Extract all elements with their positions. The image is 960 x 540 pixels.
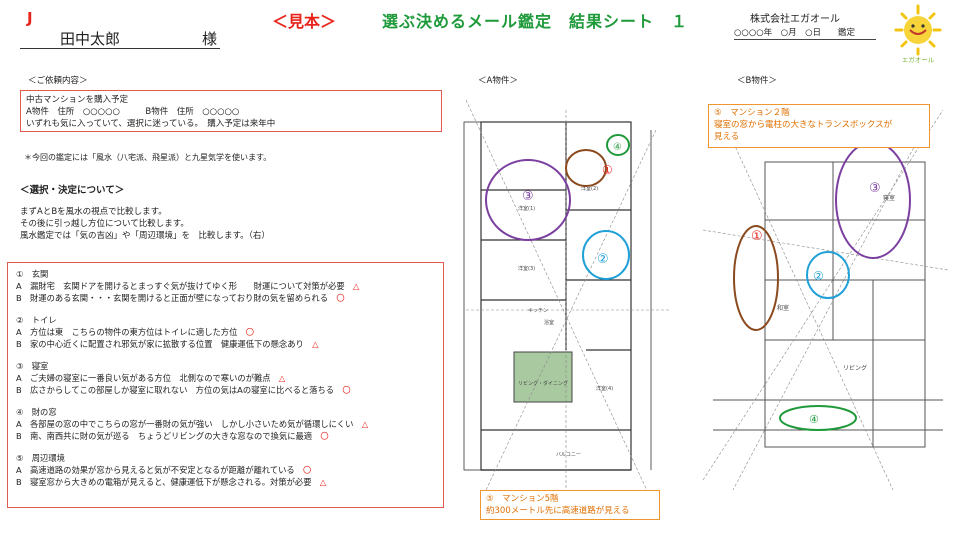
selection-line: まずAとBを風水の視点で比較します。 [20, 207, 167, 217]
client-line: 田中太郎 様 [20, 28, 220, 49]
callout-line: ⑤ マンション２階 [714, 108, 790, 118]
rating-mark: 〇 [342, 385, 351, 395]
marker-3: ③ [522, 189, 534, 204]
company-name: 株式会社エガオール [750, 14, 840, 25]
result-item: B 広さからしてこの部屋しか寝室に取れない 方位の気はAの寝室に比べると落ちる … [16, 384, 435, 396]
selection-text: まずAとBを風水の視点で比較します。 その後に引っ越し方位について比較します。 … [20, 206, 270, 242]
result-text: B 寝室窓から大きめの電箱が見えると、健康運低下が懸念される。対策が必要 [16, 477, 312, 487]
marker-3: ③ [869, 181, 881, 196]
section-title: ⑤ 周辺環境 [16, 453, 65, 463]
result-item: B 南、南西共に財の気が巡る ちょうどリビングの大きな窓なので換気に最適 〇 [16, 430, 435, 442]
room-label: 浴室 [544, 319, 554, 326]
result-item: B 家の中心近くに配置され邪気が家に拡散する位置 健康運低下の懸念あり △ [16, 338, 435, 350]
marker-2: ② [597, 252, 609, 267]
plan-a-heading: ＜A物件＞ [478, 76, 518, 86]
rating-mark: △ [353, 281, 360, 291]
room-label: リビング・ダイニング [518, 380, 568, 387]
room-label: バルコニー [556, 452, 581, 458]
request-box: 中古マンションを購入予定 A物件 住所 ○○○○○ B物件 住所 ○○○○○ い… [20, 90, 442, 132]
selection-line: その後に引っ越し方位について比較します。 [20, 219, 189, 229]
plan-b-heading: ＜B物件＞ [737, 76, 777, 86]
plan-a-callout: ⑤ マンション5階 約300メートル先に高速道路が見える [480, 490, 660, 520]
result-item: A ご夫婦の寝室に一番良い気がある方位 北側なので寒いのが難点 △ [16, 372, 435, 384]
result-text: A 各部屋の窓の中でこちらの窓が一番財の気が強い しかし小さいため気が循環しにく… [16, 419, 354, 429]
rating-mark: △ [319, 477, 327, 487]
result-text: A ご夫婦の寝室に一番良い気がある方位 北側なので寒いのが難点 [16, 373, 271, 383]
room-label: 洋室(4) [596, 385, 613, 392]
result-text: B 財運のある玄関・・・玄関を開けると正面が壁になっており財の気を留められる [16, 293, 329, 303]
result-text: B 南、南西共に財の気が巡る ちょうどリビングの大きな窓なので換気に最適 [16, 431, 313, 441]
result-item: A 高速道路の効果が窓から見えると気が不安定となるが距離が離れている 〇 [16, 464, 435, 476]
plan-b-callout: ⑤ マンション２階 寝室の窓から電柱の大きなトランスボックスが 見える [708, 104, 930, 148]
result-item: A 各部屋の窓の中でこちらの窓が一番財の気が強い しかし小さいため気が循環しにく… [16, 418, 435, 430]
result-section: ② トイレ A 方位は東 こちらの物件の東方位はトイレに適した方位 〇 B 家の… [16, 314, 435, 350]
method-note: ＊今回の鑑定には「風水（八宅派、飛星派）と九星気学を使います。 [24, 153, 272, 162]
section-title: ③ 寝室 [16, 361, 49, 371]
result-section: ① 玄関 A 漏財宅 玄関ドアを開けるとまっすぐ気が抜けてゆく形 財運について対… [16, 268, 435, 304]
marker-2: ② [813, 269, 824, 283]
client-suffix: 様 [202, 30, 218, 48]
floor-plan-b: 寝室 和室 リビング ③ ① ② ④ [702, 109, 949, 491]
sample-label: ＜見本＞ [272, 12, 337, 31]
room-label: 洋室(3) [518, 265, 535, 272]
room-label: 寝室 [883, 194, 895, 202]
callout-line: 寝室の窓から電柱の大きなトランスボックスが [714, 120, 893, 130]
rating-mark: 〇 [245, 327, 255, 337]
marker-1: ① [602, 163, 613, 177]
section-title: ④ 財の窓 [16, 407, 57, 417]
sun-logo-icon: エガオール [894, 4, 942, 64]
request-line: A物件 住所 ○○○○○ B物件 住所 ○○○○○ [26, 107, 240, 117]
logo-text: エガオール [902, 55, 935, 64]
section-title: ① 玄関 [16, 269, 49, 279]
results-box: ① 玄関 A 漏財宅 玄関ドアを開けるとまっすぐ気が抜けてゆく形 財運について対… [7, 262, 444, 508]
selection-line: 風水鑑定では「気の吉凶」や「周辺環境」を 比較します。（右） [20, 231, 270, 241]
result-item: A 方位は東 こちらの物件の東方位はトイレに適した方位 〇 [16, 326, 435, 338]
marker-1: ① [751, 229, 763, 244]
selection-heading: ＜選択・決定について＞ [20, 185, 125, 196]
floor-plan-a: 洋室(1) 洋室(2) 洋室(3) キッチン リビング・ダイニング 洋室(4) … [463, 99, 671, 511]
result-text: B 家の中心近くに配置され邪気が家に拡散する位置 健康運低下の懸念あり [16, 339, 304, 349]
client-name: 田中太郎 [60, 30, 121, 48]
room-label: 和室 [777, 304, 789, 312]
rating-mark: △ [278, 373, 286, 383]
corner-mark: J [27, 9, 33, 27]
rating-mark: 〇 [320, 431, 329, 441]
callout-line: ⑤ マンション5階 [486, 494, 559, 504]
result-text: A 漏財宅 玄関ドアを開けるとまっすぐ気が抜けてゆく形 財運について対策が必要 [16, 281, 345, 291]
request-heading: ＜ご依頼内容＞ [28, 76, 88, 86]
appraisal-date: ○○○○年 ○月 ○日 鑑定 [734, 26, 876, 40]
rating-mark: 〇 [303, 465, 312, 475]
result-section: ④ 財の窓 A 各部屋の窓の中でこちらの窓が一番財の気が強い しかし小さいため気… [16, 406, 435, 442]
request-line: いずれも気に入っていて、選択に迷っている。 購入予定は来年中 [26, 119, 276, 129]
page-title: 選ぶ決めるメール鑑定 結果シート １ [382, 12, 689, 31]
callout-line: 見える [714, 132, 740, 142]
marker-4: ④ [809, 413, 819, 426]
room-label: 洋室(1) [518, 205, 535, 212]
result-text: B 広さからしてこの部屋しか寝室に取れない 方位の気はAの寝室に比べると落ちる [16, 385, 335, 395]
rating-mark: △ [361, 419, 369, 429]
result-item: B 寝室窓から大きめの電箱が見えると、健康運低下が懸念される。対策が必要 △ [16, 476, 435, 488]
section-title: ② トイレ [16, 315, 57, 325]
result-section: ⑤ 周辺環境 A 高速道路の効果が窓から見えると気が不安定となるが距離が離れてい… [16, 452, 435, 488]
rating-mark: 〇 [336, 293, 345, 303]
rating-mark: △ [312, 339, 319, 349]
room-label: リビング [843, 364, 867, 372]
result-section: ③ 寝室 A ご夫婦の寝室に一番良い気がある方位 北側なので寒いのが難点 △ B… [16, 360, 435, 396]
callout-line: 約300メートル先に高速道路が見える [486, 506, 630, 516]
result-item: A 漏財宅 玄関ドアを開けるとまっすぐ気が抜けてゆく形 財運について対策が必要 … [16, 280, 435, 292]
room-label: 洋室(2) [581, 185, 598, 192]
result-item: B 財運のある玄関・・・玄関を開けると正面が壁になっており財の気を留められる 〇 [16, 292, 435, 304]
room-label: キッチン [528, 308, 548, 314]
request-line: 中古マンションを購入予定 [26, 95, 129, 105]
result-text: A 方位は東 こちらの物件の東方位はトイレに適した方位 [16, 327, 238, 337]
marker-4: ④ [613, 142, 622, 153]
result-text: A 高速道路の効果が窓から見えると気が不安定となるが距離が離れている [16, 465, 295, 475]
